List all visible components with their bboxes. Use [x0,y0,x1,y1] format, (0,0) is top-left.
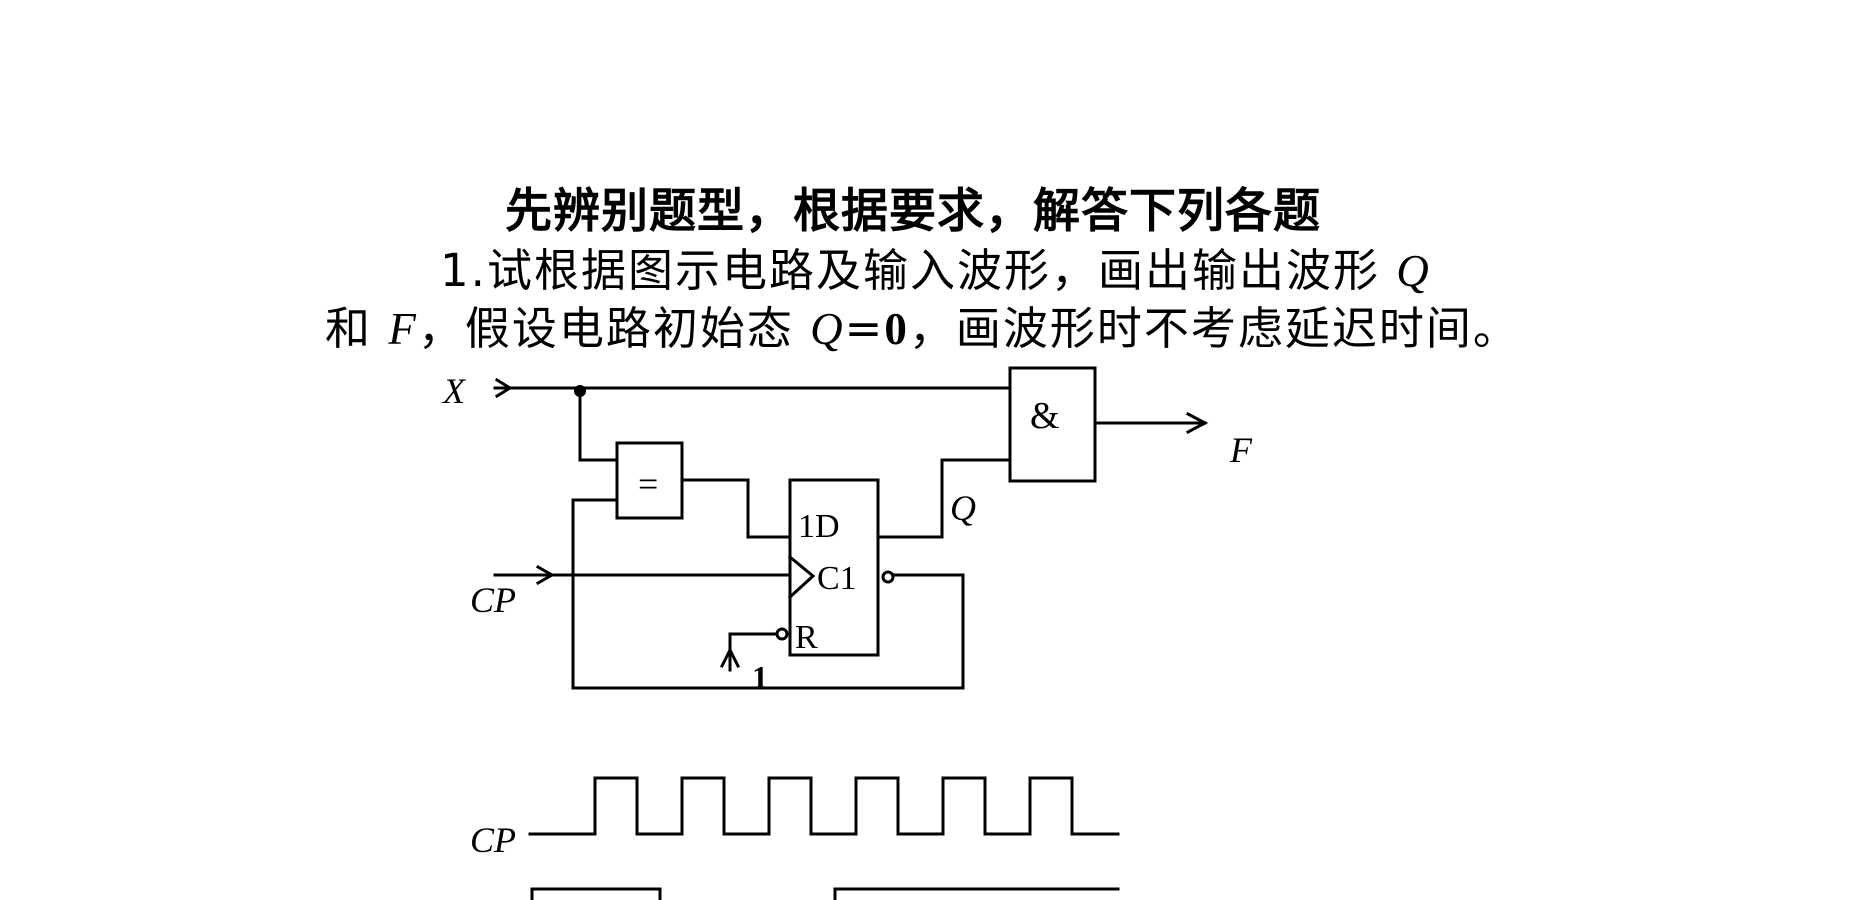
f-output-label: F [1229,430,1253,470]
x-waveform-segment-2 [833,887,1120,900]
x-waveform-segment-1 [530,887,662,900]
question-number: 1. [440,244,487,297]
initial-value: 0 [884,304,909,354]
equals-sign: = [844,302,885,355]
question-line-2: 和 F，假设电路初始态 Q=0，画波形时不考虑延迟时间。 [325,292,1520,357]
cp-input-label: CP [470,580,516,620]
clock-triangle [787,554,816,600]
q-symbol-2: Q [810,304,845,354]
flipflop-clock-label: C1 [817,560,857,597]
junction-dot [574,385,586,397]
xnor-to-d-wire [680,478,792,539]
reset-arrow [719,646,741,669]
flipflop-reset-label: R [795,619,818,656]
x-branch-wire [578,390,619,462]
question-line1-text: 试根据图示电路及输入波形，画出输出波形 [486,244,1380,297]
q-output-label: Q [950,488,976,528]
q-symbol: Q [1396,246,1431,296]
line2-middle: ，假设电路初始态 [417,302,794,355]
x-input-label: X [441,371,467,411]
q-output-wire [876,458,1012,539]
question-line-1: 1.试根据图示电路及输入波形，画出输出波形 Q [440,234,1431,299]
cp-waveform-label: CP [470,820,516,860]
cp-waveform [528,776,1120,836]
qbar-bubble [881,570,895,584]
d-flipflop [788,478,880,657]
heading-text: 先辨别题型，根据要求，解答下列各题 [505,184,1321,239]
reset-input-value: 1 [752,659,768,695]
x-input-arrow [494,377,513,399]
cp-input-arrow [535,564,556,586]
flipflop-d-label: 1D [798,508,840,545]
reset-wire [728,632,779,672]
f-output-arrow [1185,411,1209,435]
xnor-gate-symbol: = [638,464,658,504]
line2-suffix: ，画波形时不考虑延迟时间。 [908,302,1520,355]
and-gate-symbol: & [1030,395,1060,437]
feedback-wire [571,498,965,690]
line2-prefix: 和 [325,302,373,355]
f-symbol: F [388,304,418,354]
